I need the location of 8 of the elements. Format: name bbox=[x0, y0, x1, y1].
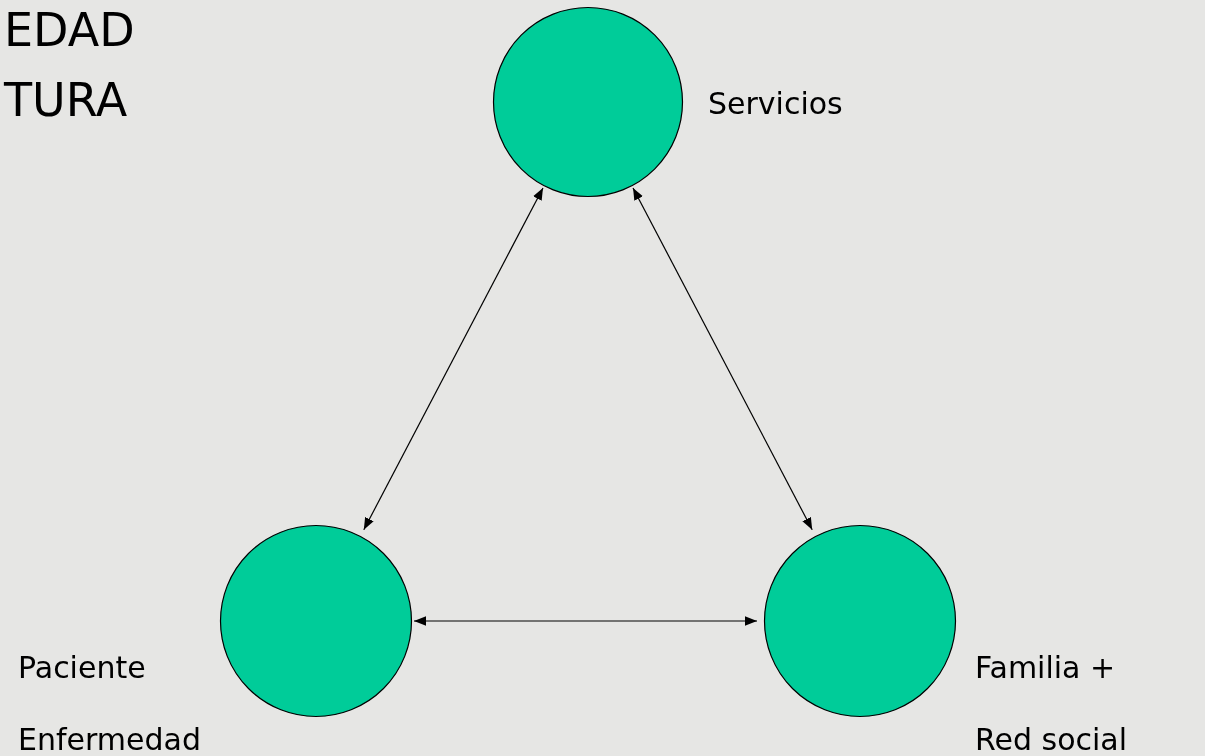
double-arrow bbox=[363, 187, 544, 531]
double-arrow bbox=[413, 616, 758, 626]
double-arrow bbox=[632, 187, 813, 531]
title-fragment: TURA bbox=[4, 72, 128, 128]
node-label: Servicios bbox=[708, 85, 844, 123]
node-label: Familia + Red social bbox=[975, 649, 1129, 756]
title-fragment: EDAD bbox=[4, 2, 135, 58]
node-label: Paciente Enfermedad bbox=[18, 649, 202, 756]
